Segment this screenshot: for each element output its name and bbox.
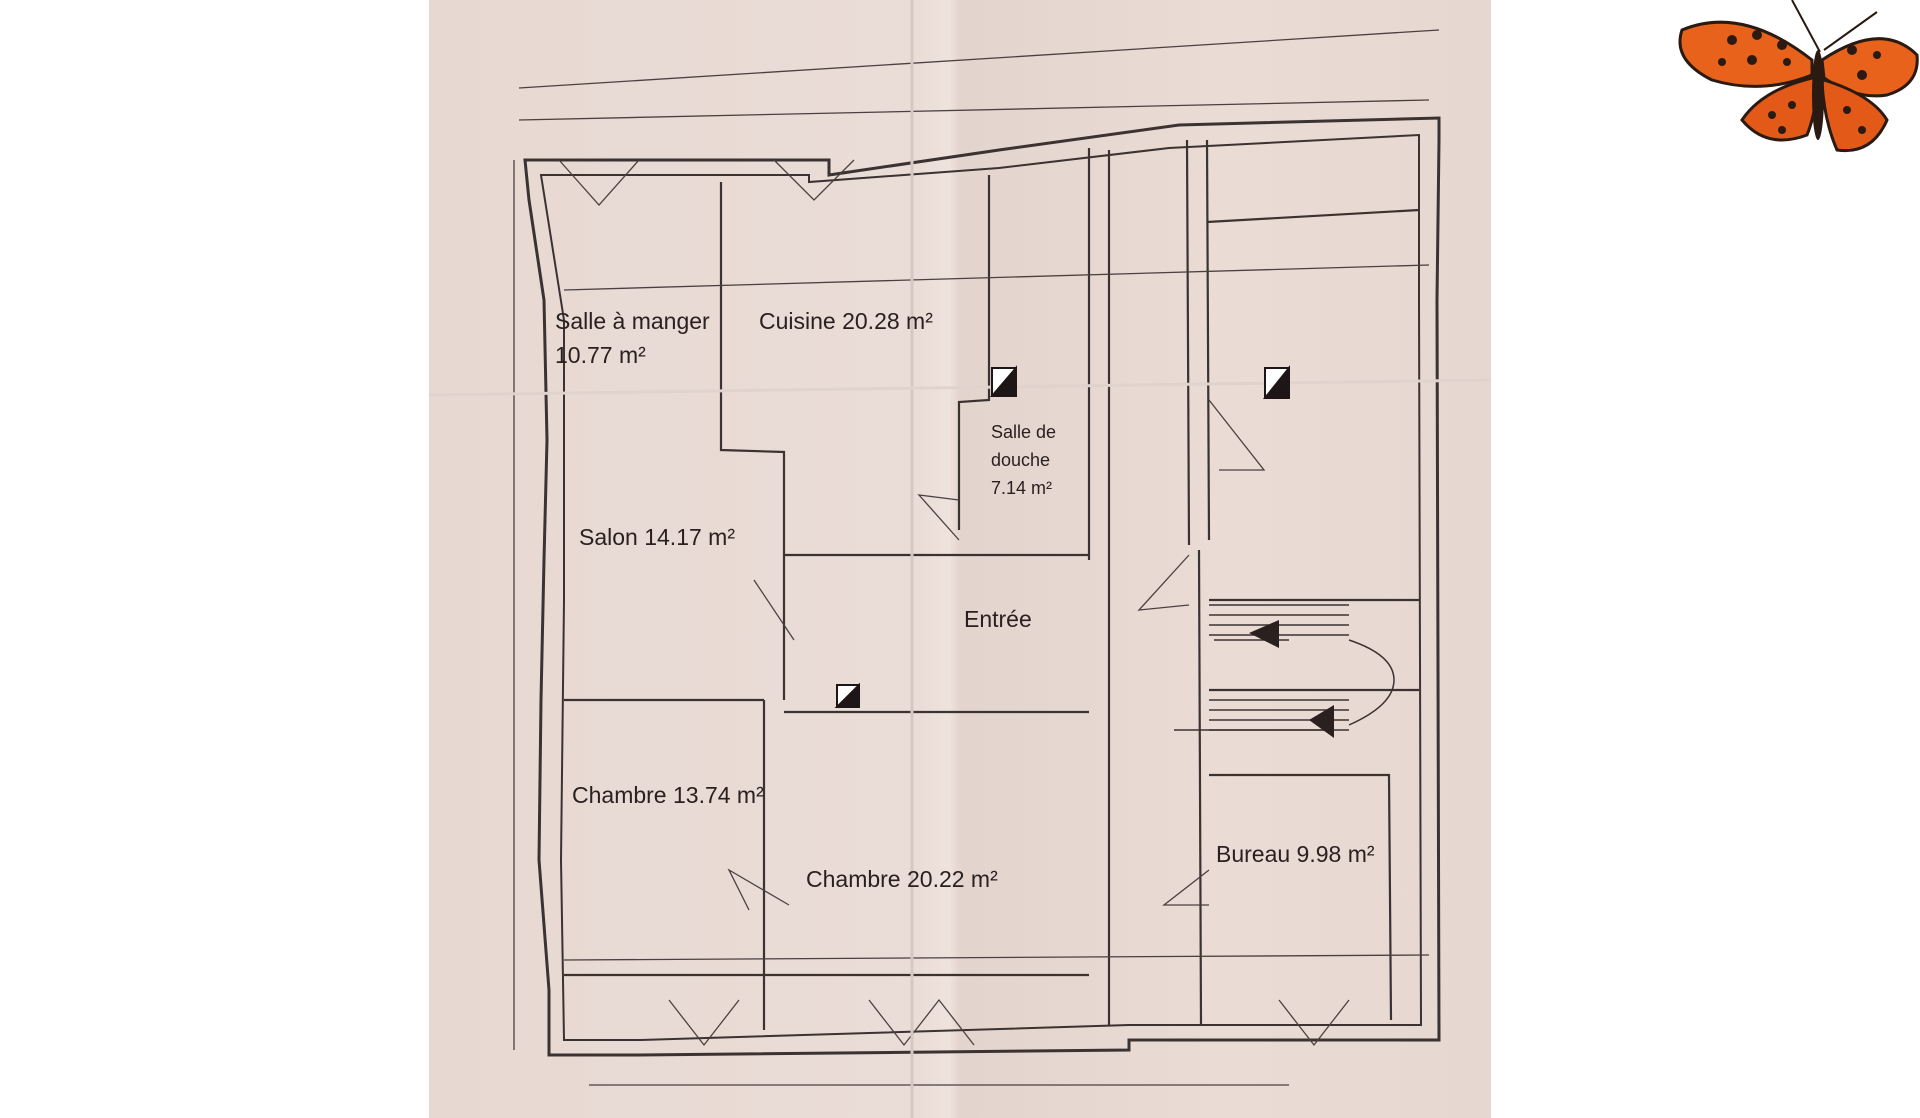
wall-dining-kitchen [719, 182, 786, 700]
door-6 [1208, 399, 1266, 471]
wall-stairs-box [1209, 598, 1419, 692]
dimension-top [518, 29, 1440, 89]
room-label-entree: Entrée [964, 602, 1032, 636]
wall-laundry-top [1206, 208, 1420, 224]
room-label-salon: Salon 14.17 m² [579, 520, 735, 554]
room-label-line: douche [991, 450, 1051, 470]
outer-wall-inner [539, 133, 1423, 1041]
floor-plan-drawing [429, 0, 1491, 1118]
butterfly-icon [1678, 0, 1919, 153]
room-label-cuisine: Cuisine 20.28 m² [759, 304, 933, 338]
room-label-line: 10.77 m² [555, 342, 646, 368]
staircase [1174, 604, 1395, 731]
room-label-line: Bureau 9.98 m² [1216, 841, 1375, 867]
door-1 [753, 579, 795, 641]
door-5 [1162, 869, 1210, 906]
wall-kitchen-shower [957, 175, 991, 530]
door-2 [917, 494, 960, 541]
window-top-1 [558, 159, 640, 206]
room-label-line: Cuisine 20.28 m² [759, 308, 933, 334]
wall-corridor-3 [1197, 549, 1203, 1026]
window-top-2 [773, 159, 855, 201]
door-4 [727, 868, 790, 911]
dimension-row-2 [563, 954, 1430, 961]
chimney-flue-icon [834, 365, 1290, 708]
fold-line-h [429, 378, 1491, 397]
dimension-row [563, 264, 1430, 291]
room-label-line: Salon 14.17 m² [579, 524, 735, 550]
window-bottom-3 [1278, 999, 1350, 1047]
window-bottom-2 [868, 998, 975, 1047]
dimension-top-2 [518, 99, 1430, 121]
room-label-salle-de-douche: Salle de douche 7.14 m² [991, 418, 1056, 502]
floor-plan-paper: Salle à manger 10.77 m² Cuisine 20.28 m²… [429, 0, 1491, 1118]
room-label-chambre-1: Chambre 13.74 m² [572, 778, 764, 812]
room-label-salle-a-manger: Salle à manger 10.77 m² [555, 304, 710, 372]
wall-laundry-left [1205, 139, 1211, 541]
room-label-line: Chambre 13.74 m² [572, 782, 764, 808]
room-label-line: Salle de [991, 422, 1057, 442]
wall-office [1209, 773, 1393, 1021]
wall-corridor-2 [1185, 139, 1191, 546]
window-bottom-1 [668, 999, 740, 1047]
room-label-bureau: Bureau 9.98 m² [1216, 837, 1375, 871]
room-label-line: 7.14 m² [991, 478, 1053, 498]
door-3 [1137, 554, 1190, 611]
stair-arrow-icon [1249, 620, 1334, 738]
room-label-chambre-2: Chambre 20.22 m² [806, 862, 998, 896]
room-label-line: Chambre 20.22 m² [806, 866, 998, 892]
outer-wall [523, 116, 1441, 1057]
room-label-line: Entrée [964, 606, 1032, 632]
room-label-line: Salle à manger [555, 308, 710, 334]
